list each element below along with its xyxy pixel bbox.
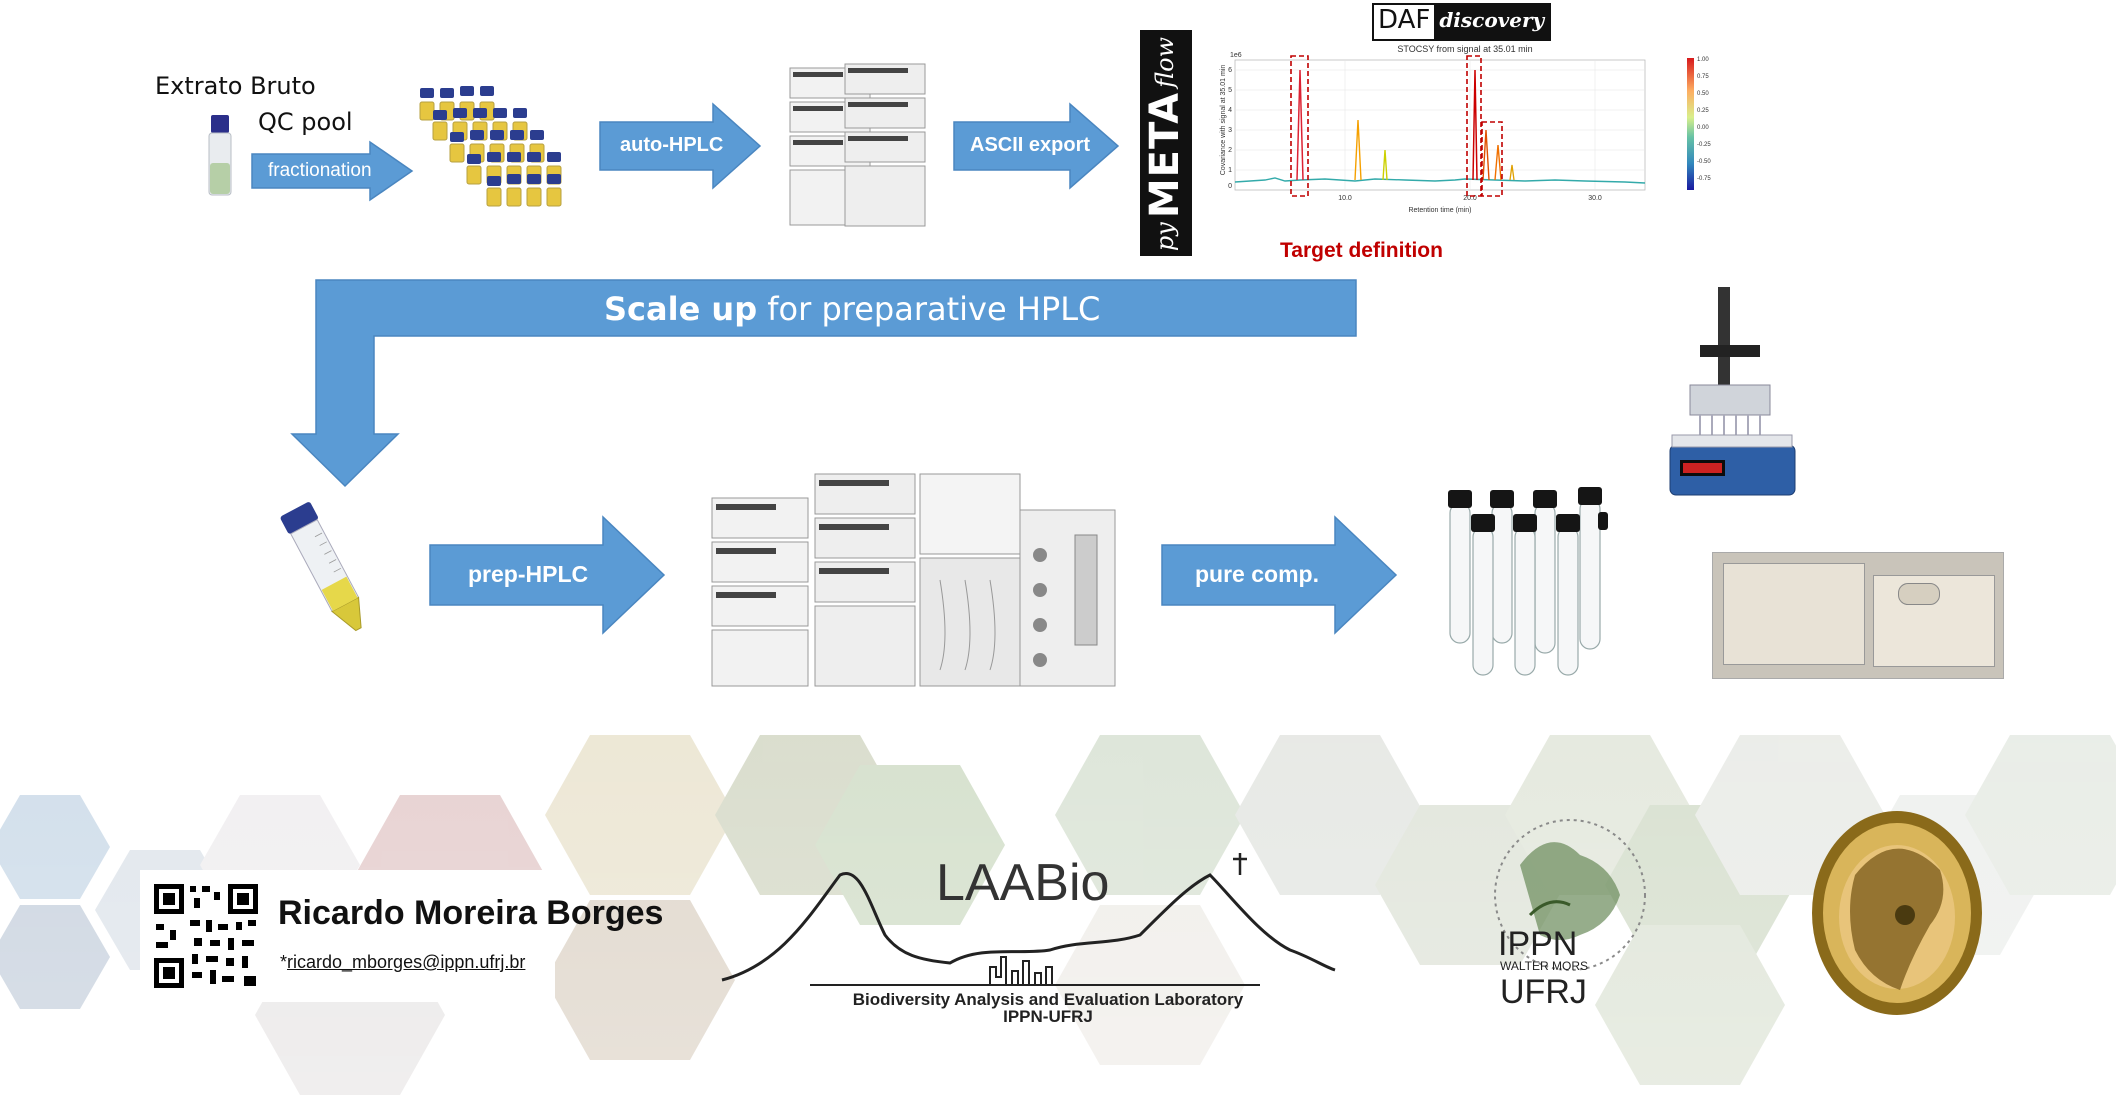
colorbar-tick: -0.50 <box>1697 159 1711 165</box>
stocsy-plot: STOCSY from signal at 35.01 min 1e6 Cova… <box>1220 44 1711 214</box>
target-box-2 <box>1466 55 1482 197</box>
prep-hplc-label: prep-HPLC <box>468 561 589 587</box>
stocsy-colorbar <box>1687 58 1694 190</box>
stocsy-xtick: 10.0 <box>1338 195 1352 202</box>
pure-comp-arrow <box>1161 515 1398 635</box>
colorbar-tick: -0.75 <box>1697 176 1711 182</box>
laabio-name: LAABio <box>936 854 1109 912</box>
stocsy-ytick: 2 <box>1228 147 1232 154</box>
evaporator-icon <box>1669 287 1796 496</box>
falcon-tube-icon <box>280 502 362 632</box>
ippn-logo: IPPN WALTER MORS UFRJ <box>1494 819 1646 1011</box>
qc-pool-label: QC pool <box>258 108 353 136</box>
stocsy-peak-14min <box>1382 149 1388 181</box>
test-tubes-icon <box>1448 487 1608 676</box>
laabio-full-name: Biodiversity Analysis and Evaluation Lab… <box>853 990 1244 1009</box>
stocsy-ytick: 5 <box>1228 87 1232 94</box>
stocsy-ytick: 6 <box>1228 67 1232 74</box>
prep-hplc-instrument-icon <box>711 473 1116 687</box>
pymetaflow-logo: py META flow <box>1140 30 1192 256</box>
scale-up-label: Scale up for preparative HPLC <box>604 290 1100 328</box>
hexagon-photo-background <box>0 735 2116 1111</box>
ippn-sub-text: WALTER MORS <box>1500 959 1588 973</box>
colorbar-tick: 0.25 <box>1697 108 1709 114</box>
stocsy-ytick: 1 <box>1228 167 1232 174</box>
qr-code-icon[interactable] <box>150 880 262 992</box>
target-definition-label: Target definition <box>1280 239 1443 262</box>
ascii-export-arrow <box>953 102 1120 190</box>
scale-up-arrow <box>290 279 1357 488</box>
stocsy-trace-baseline <box>1234 177 1646 184</box>
pymetaflow-flow: flow <box>1151 36 1179 88</box>
stocsy-peak-22min <box>1494 144 1502 181</box>
author-email-link[interactable]: ricardo_mborges@ippn.ufrj.br <box>287 952 526 972</box>
stocsy-peak-12min <box>1354 119 1362 181</box>
colorbar-tick: 0.75 <box>1697 74 1709 80</box>
discovery-text: discovery <box>1434 5 1550 39</box>
stocsy-ytick: 4 <box>1228 107 1232 114</box>
pymetaflow-py: py <box>1151 222 1179 252</box>
ufrj-text: UFRJ <box>1500 973 1587 1011</box>
auto-hplc-label: auto-HPLC <box>620 134 724 156</box>
colorbar-tick: 0.00 <box>1697 125 1709 131</box>
author-email-row: *ricardo_mborges@ippn.ufrj.br <box>280 952 525 973</box>
target-box-1 <box>1290 55 1309 197</box>
author-name: Ricardo Moreira Borges <box>278 894 664 932</box>
ascii-export-label: ASCII export <box>970 134 1091 156</box>
auto-hplc-arrow <box>599 102 762 190</box>
stocsy-ylabel: Covariance with signal at 35.01 min <box>1220 65 1227 176</box>
colorbar-tick: 0.50 <box>1697 91 1709 97</box>
pymetaflow-meta: META <box>1142 91 1188 219</box>
stocsy-title: STOCSY from signal at 35.01 min <box>1397 44 1532 54</box>
fraction-vials-icon <box>419 86 562 207</box>
fractionation-arrow <box>251 140 414 202</box>
stocsy-scale-note: 1e6 <box>1230 52 1242 59</box>
pure-comp-label: pure comp. <box>1195 561 1319 587</box>
stocsy-ytick: 0 <box>1228 183 1232 190</box>
laabio-logo: LAABio Biodiversity Analysis and Evaluat… <box>721 853 1336 1025</box>
stocsy-peak-21min <box>1482 129 1490 181</box>
ippn-text: IPPN <box>1498 925 1577 963</box>
colorbar-tick: -0.25 <box>1697 142 1711 148</box>
stocsy-xlabel: Retention time (min) <box>1408 207 1471 214</box>
daf-text: DAF <box>1374 5 1435 39</box>
colorbar-tick: 1.00 <box>1697 57 1709 63</box>
hplc-instrument-icon <box>789 63 926 227</box>
daf-discovery-logo: DAF discovery <box>1372 3 1552 41</box>
stocsy-ytick: 3 <box>1228 127 1232 134</box>
laabio-institution: IPPN-UFRJ <box>1003 1007 1093 1025</box>
scale-up-bold: Scale up <box>604 290 758 328</box>
extract-label: Extrato Bruto <box>155 72 316 100</box>
stocsy-xtick: 20.0 <box>1463 195 1477 202</box>
sample-vial-icon <box>208 115 232 196</box>
stocsy-peak-8min <box>1296 69 1304 181</box>
target-box-3 <box>1481 121 1503 197</box>
email-asterisk: * <box>280 952 288 972</box>
fractionation-label: fractionation <box>268 160 372 181</box>
lab-equipment-photo <box>1712 552 2004 679</box>
prep-hplc-arrow <box>429 515 666 635</box>
stocsy-peak-20min <box>1472 69 1478 181</box>
ufrj-minerva-crest-icon <box>1812 811 1982 1015</box>
scale-up-rest: for preparative HPLC <box>757 290 1101 328</box>
stocsy-xtick: 30.0 <box>1588 195 1602 202</box>
stocsy-peak-23min <box>1509 164 1515 181</box>
